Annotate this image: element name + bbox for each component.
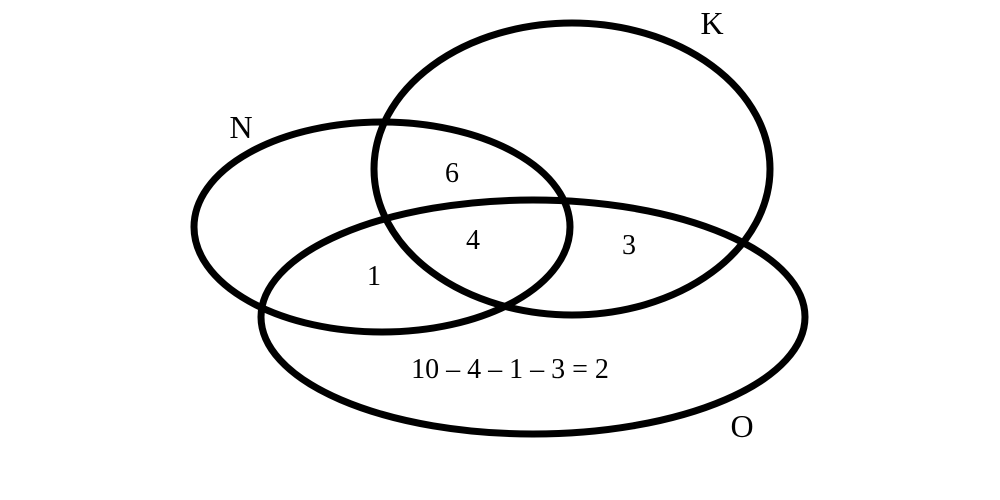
set-o-label: O	[730, 408, 753, 444]
region-n-k-o-value: 4	[466, 225, 480, 256]
region-n-o-only-value: 1	[367, 261, 381, 292]
set-k-label: K	[700, 5, 723, 41]
set-n-ellipse	[190, 118, 574, 336]
region-n-k-only-value: 6	[445, 158, 459, 189]
region-k-o-only-value: 3	[622, 230, 636, 261]
set-o-ellipse	[257, 196, 809, 438]
set-n-label: N	[229, 109, 252, 145]
set-k-ellipse	[370, 19, 774, 319]
region-o-only-value: 10 – 4 – 1 – 3 = 2	[411, 354, 609, 385]
